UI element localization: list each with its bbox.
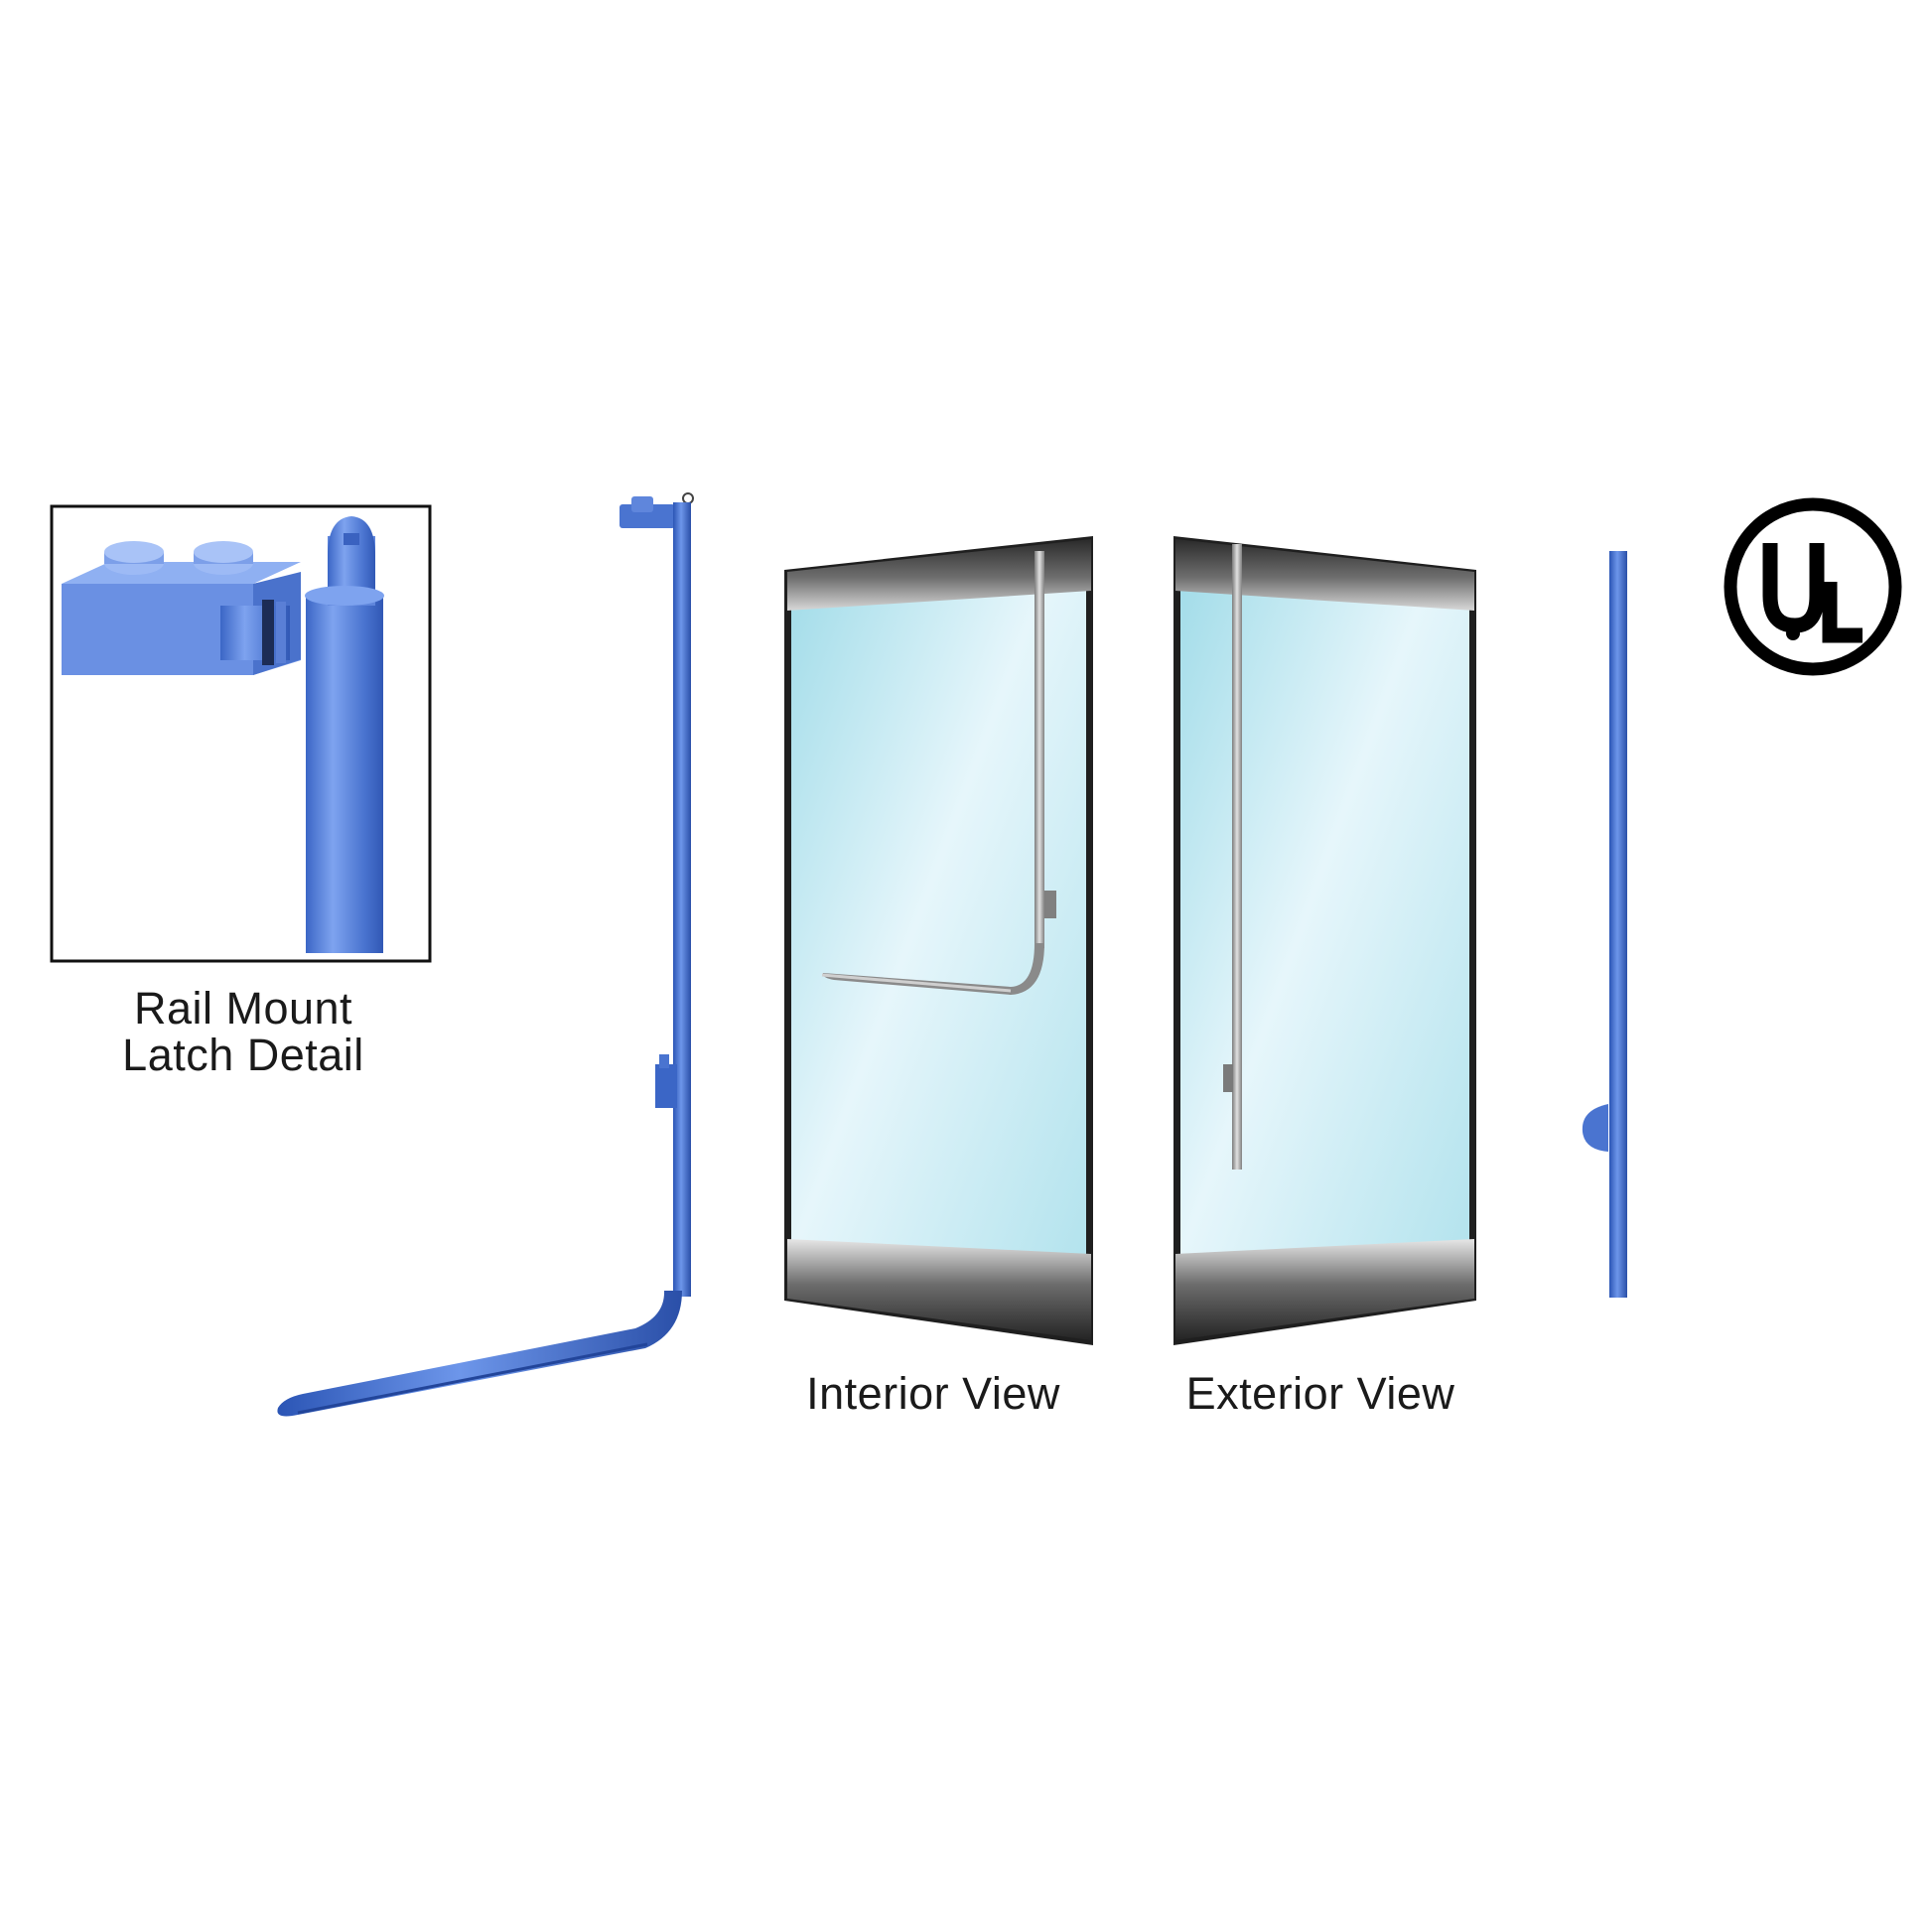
blue-pull-bar — [277, 492, 694, 1417]
latch-detail-panel — [50, 504, 432, 963]
detail-caption: Rail Mount Latch Detail — [60, 985, 427, 1079]
blue-side-rod — [1582, 551, 1627, 1298]
latch-tube — [305, 516, 384, 953]
exterior-view-caption: Exterior View — [1185, 1368, 1455, 1419]
detail-caption-line2: Latch Detail — [122, 1030, 364, 1081]
exterior-view-door — [1173, 536, 1476, 1345]
interior-view-caption: Interior View — [806, 1368, 1060, 1419]
interior-view-door — [784, 536, 1093, 1345]
ul-certification-icon — [1724, 497, 1902, 676]
detail-caption-line1: Rail Mount — [133, 983, 353, 1034]
latch-barrel — [220, 600, 290, 665]
